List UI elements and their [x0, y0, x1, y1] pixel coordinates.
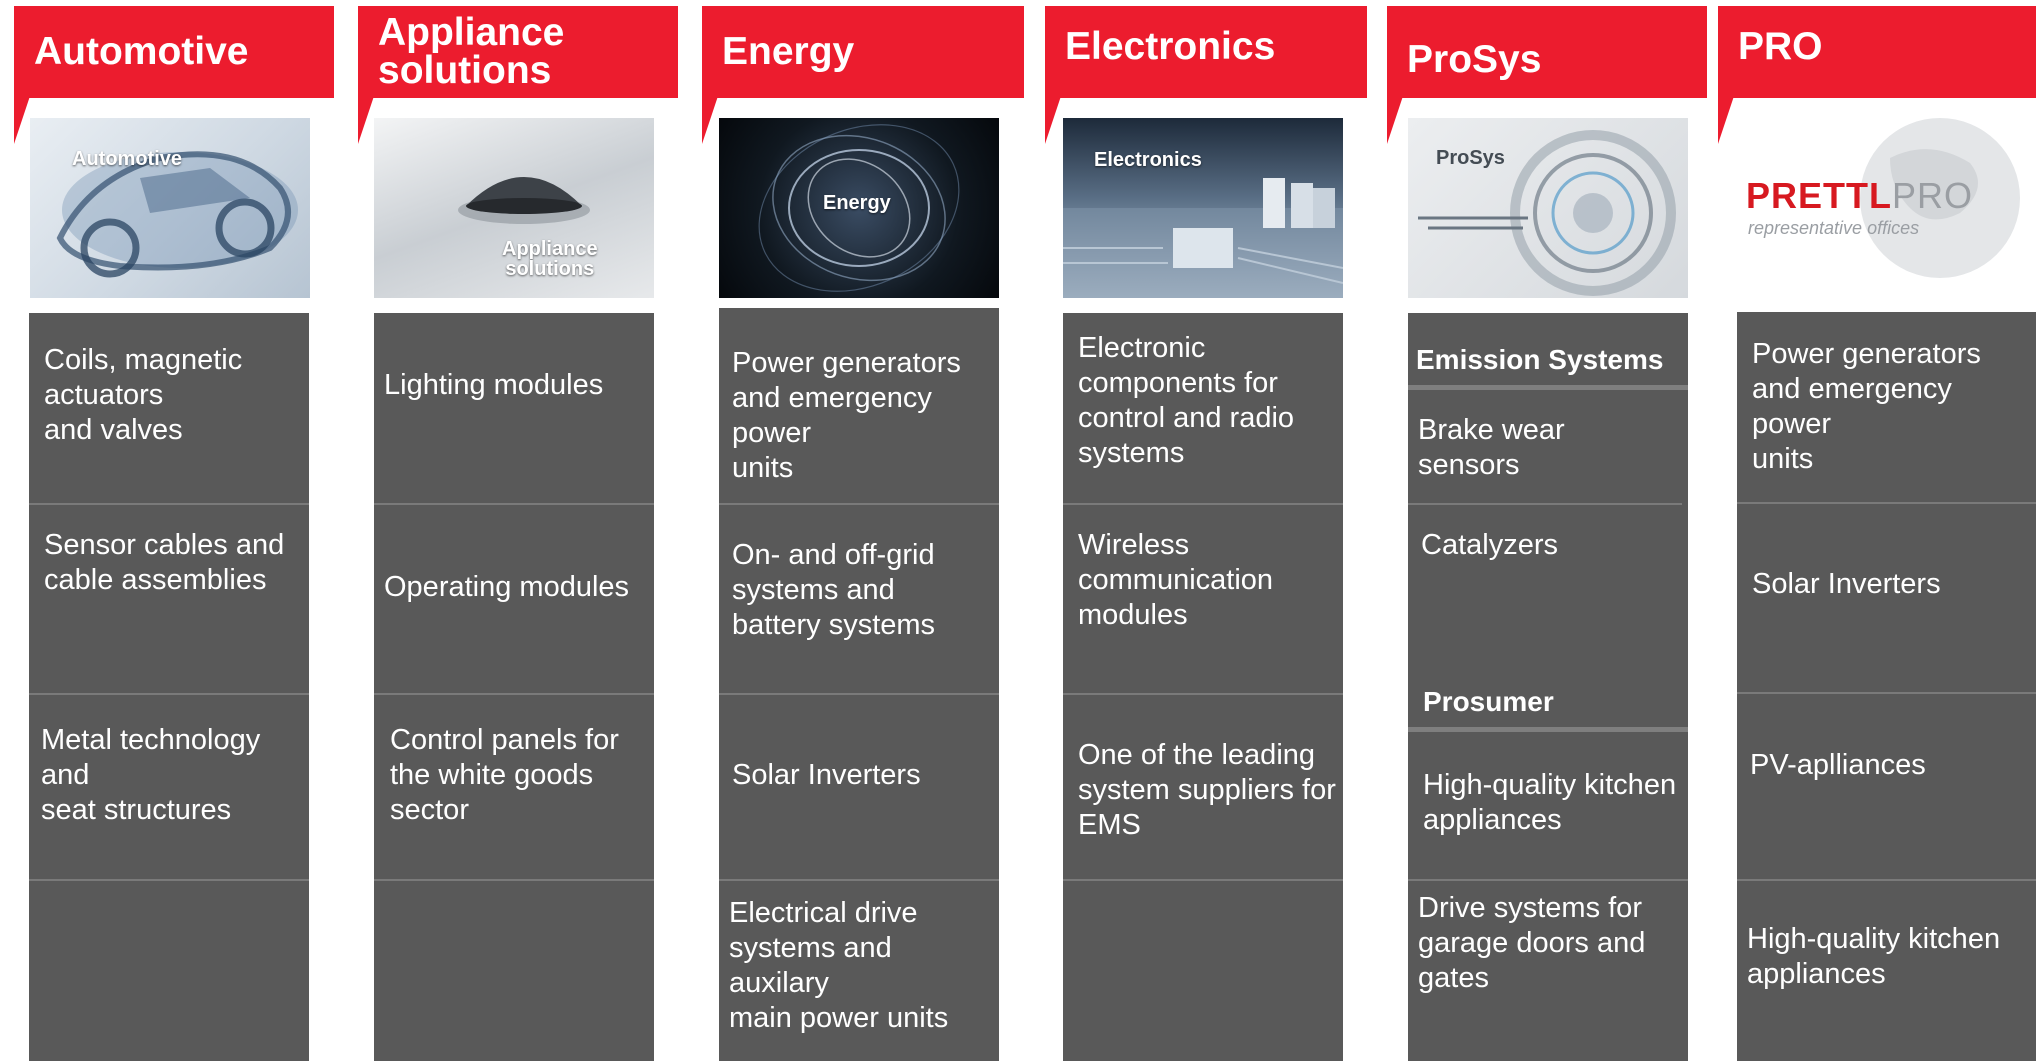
- banner-pro: PRO: [1718, 6, 2036, 98]
- row-divider: [29, 879, 309, 881]
- row-divider: [719, 503, 999, 505]
- logo-subtitle: representative offices: [1748, 218, 1920, 238]
- items-panel: Emission Systems Brake wear sensors Cata…: [1408, 313, 1688, 1061]
- image-label: Electronics: [1094, 149, 1202, 171]
- section-rule: [1408, 727, 1688, 732]
- item-operating-modules: Operating modules: [384, 571, 630, 603]
- banner-electronics: Electronics: [1045, 6, 1367, 98]
- car-xray-icon: [56, 151, 298, 278]
- row-divider: [374, 693, 654, 695]
- items-panel: Electronic components for control and ra…: [1063, 313, 1343, 1061]
- item-kitchen-appliances: High-quality kitchen appliances: [1423, 769, 1677, 836]
- section-heading-emission: Emission Systems: [1416, 344, 1664, 375]
- row-divider: [374, 879, 654, 881]
- row-divider: [1408, 503, 1682, 505]
- item-pv-appliances: PV-aplliances: [1750, 749, 1926, 781]
- item-electrical-drive: Electrical drive systems and auxilary ma…: [729, 897, 949, 1034]
- column-appliance-solutions: Appliance solutions Appliance solutions …: [358, 0, 678, 1061]
- items-panel: Power generators and emergency power uni…: [1737, 312, 2036, 1061]
- column-title: Appliance solutions: [378, 11, 565, 92]
- column-title: PRO: [1738, 25, 1823, 68]
- column-automotive: Automotive Automotive Coils, magnetic ac…: [14, 0, 334, 1061]
- section-heading-prosumer: Prosumer: [1423, 686, 1554, 717]
- item-brake-wear: Brake wear sensors: [1418, 414, 1565, 481]
- banner-tail: [358, 96, 374, 144]
- column-pro: PRO PRETTLPRO representative offices Pow…: [1718, 0, 2036, 1061]
- prettl-pro-logo-image: PRETTLPRO representative offices: [1740, 118, 2036, 298]
- column-energy: Energy Energy Power generators and emerg…: [702, 0, 1024, 1061]
- item-power-generators: Power generators and emergency power uni…: [1752, 338, 1981, 475]
- row-divider: [1063, 503, 1343, 505]
- items-panel: Power generators and emergency power uni…: [719, 308, 999, 1061]
- item-catalyzers: Catalyzers: [1421, 529, 1558, 561]
- image-label: Automotive: [72, 148, 182, 170]
- column-prosys: ProSys ProSys Emission Systems Brake wea…: [1387, 0, 1707, 1061]
- banner-prosys: ProSys: [1387, 6, 1707, 98]
- image-label: Appliance solutions: [502, 238, 598, 280]
- item-kitchen-appliances: High-quality kitchen appliances: [1747, 923, 2001, 990]
- row-divider: [29, 503, 309, 505]
- image-label: ProSys: [1436, 147, 1505, 169]
- banner-energy: Energy: [702, 6, 1024, 98]
- row-divider: [374, 503, 654, 505]
- appliance-image: Appliance solutions: [374, 118, 654, 298]
- row-divider: [1063, 693, 1343, 695]
- column-title: ProSys: [1407, 38, 1542, 81]
- automotive-image: Automotive: [30, 118, 310, 298]
- column-title: Energy: [722, 30, 855, 73]
- banner-tail: [1387, 96, 1403, 144]
- items-panel: Coils, magnetic actuators and valves Sen…: [29, 313, 309, 1061]
- item-metal-technology: Metal technology and seat structures: [41, 724, 261, 826]
- item-solar-inverters: Solar Inverters: [732, 759, 921, 791]
- banner-tail: [702, 96, 718, 144]
- row-divider: [29, 693, 309, 695]
- section-rule: [1408, 385, 1688, 390]
- row-divider: [1063, 879, 1343, 881]
- circuit-board-icon: [1063, 178, 1343, 298]
- column-electronics: Electronics Electronics Electronic compo…: [1045, 0, 1367, 1061]
- banner-appliance: Appliance solutions: [358, 6, 678, 98]
- row-divider: [1408, 879, 1688, 881]
- row-divider: [1737, 692, 2036, 694]
- logo-wordmark: PRETTLPRO: [1746, 178, 1973, 214]
- item-solar-inverters: Solar Inverters: [1752, 568, 1941, 600]
- banner-tail: [1718, 96, 1734, 144]
- banner-automotive: Automotive: [14, 6, 334, 98]
- items-panel: Lighting modules Operating modules Contr…: [374, 313, 654, 1061]
- logo-accent: PRO: [1892, 175, 1974, 216]
- item-drive-systems: Drive systems for garage doors and gates: [1418, 892, 1646, 994]
- banner-tail: [1045, 96, 1061, 144]
- image-label: Energy: [823, 192, 891, 214]
- row-divider: [719, 693, 999, 695]
- prosys-image: ProSys: [1408, 118, 1688, 298]
- dome-device-icon: [458, 177, 590, 224]
- logo-main: PRETTL: [1746, 175, 1892, 216]
- item-control-panels: Control panels for the white goods secto…: [390, 724, 619, 826]
- item-power-generators: Power generators and emergency power uni…: [732, 347, 961, 484]
- tech-circles-icon: [1418, 130, 1676, 296]
- item-sensor-cables: Sensor cables and cable assemblies: [44, 529, 285, 596]
- item-lighting-modules: Lighting modules: [384, 369, 604, 401]
- row-divider: [1737, 879, 2036, 881]
- item-ems-supplier: One of the leading system suppliers for …: [1078, 739, 1336, 841]
- electronics-image: Electronics: [1063, 118, 1343, 298]
- banner-tail: [14, 96, 30, 144]
- row-divider: [1737, 502, 2036, 504]
- item-electronic-components: Electronic components for control and ra…: [1078, 332, 1295, 469]
- item-coils: Coils, magnetic actuators and valves: [44, 344, 243, 446]
- row-divider: [719, 879, 999, 881]
- column-title: Automotive: [34, 30, 249, 73]
- column-title: Electronics: [1065, 25, 1276, 68]
- item-wireless-modules: Wireless communication modules: [1078, 529, 1274, 631]
- energy-rings-icon: [758, 124, 960, 292]
- item-grid-battery: On- and off-grid systems and battery sys…: [732, 539, 936, 641]
- globe-icon: [1860, 118, 2020, 278]
- energy-image: Energy: [719, 118, 999, 298]
